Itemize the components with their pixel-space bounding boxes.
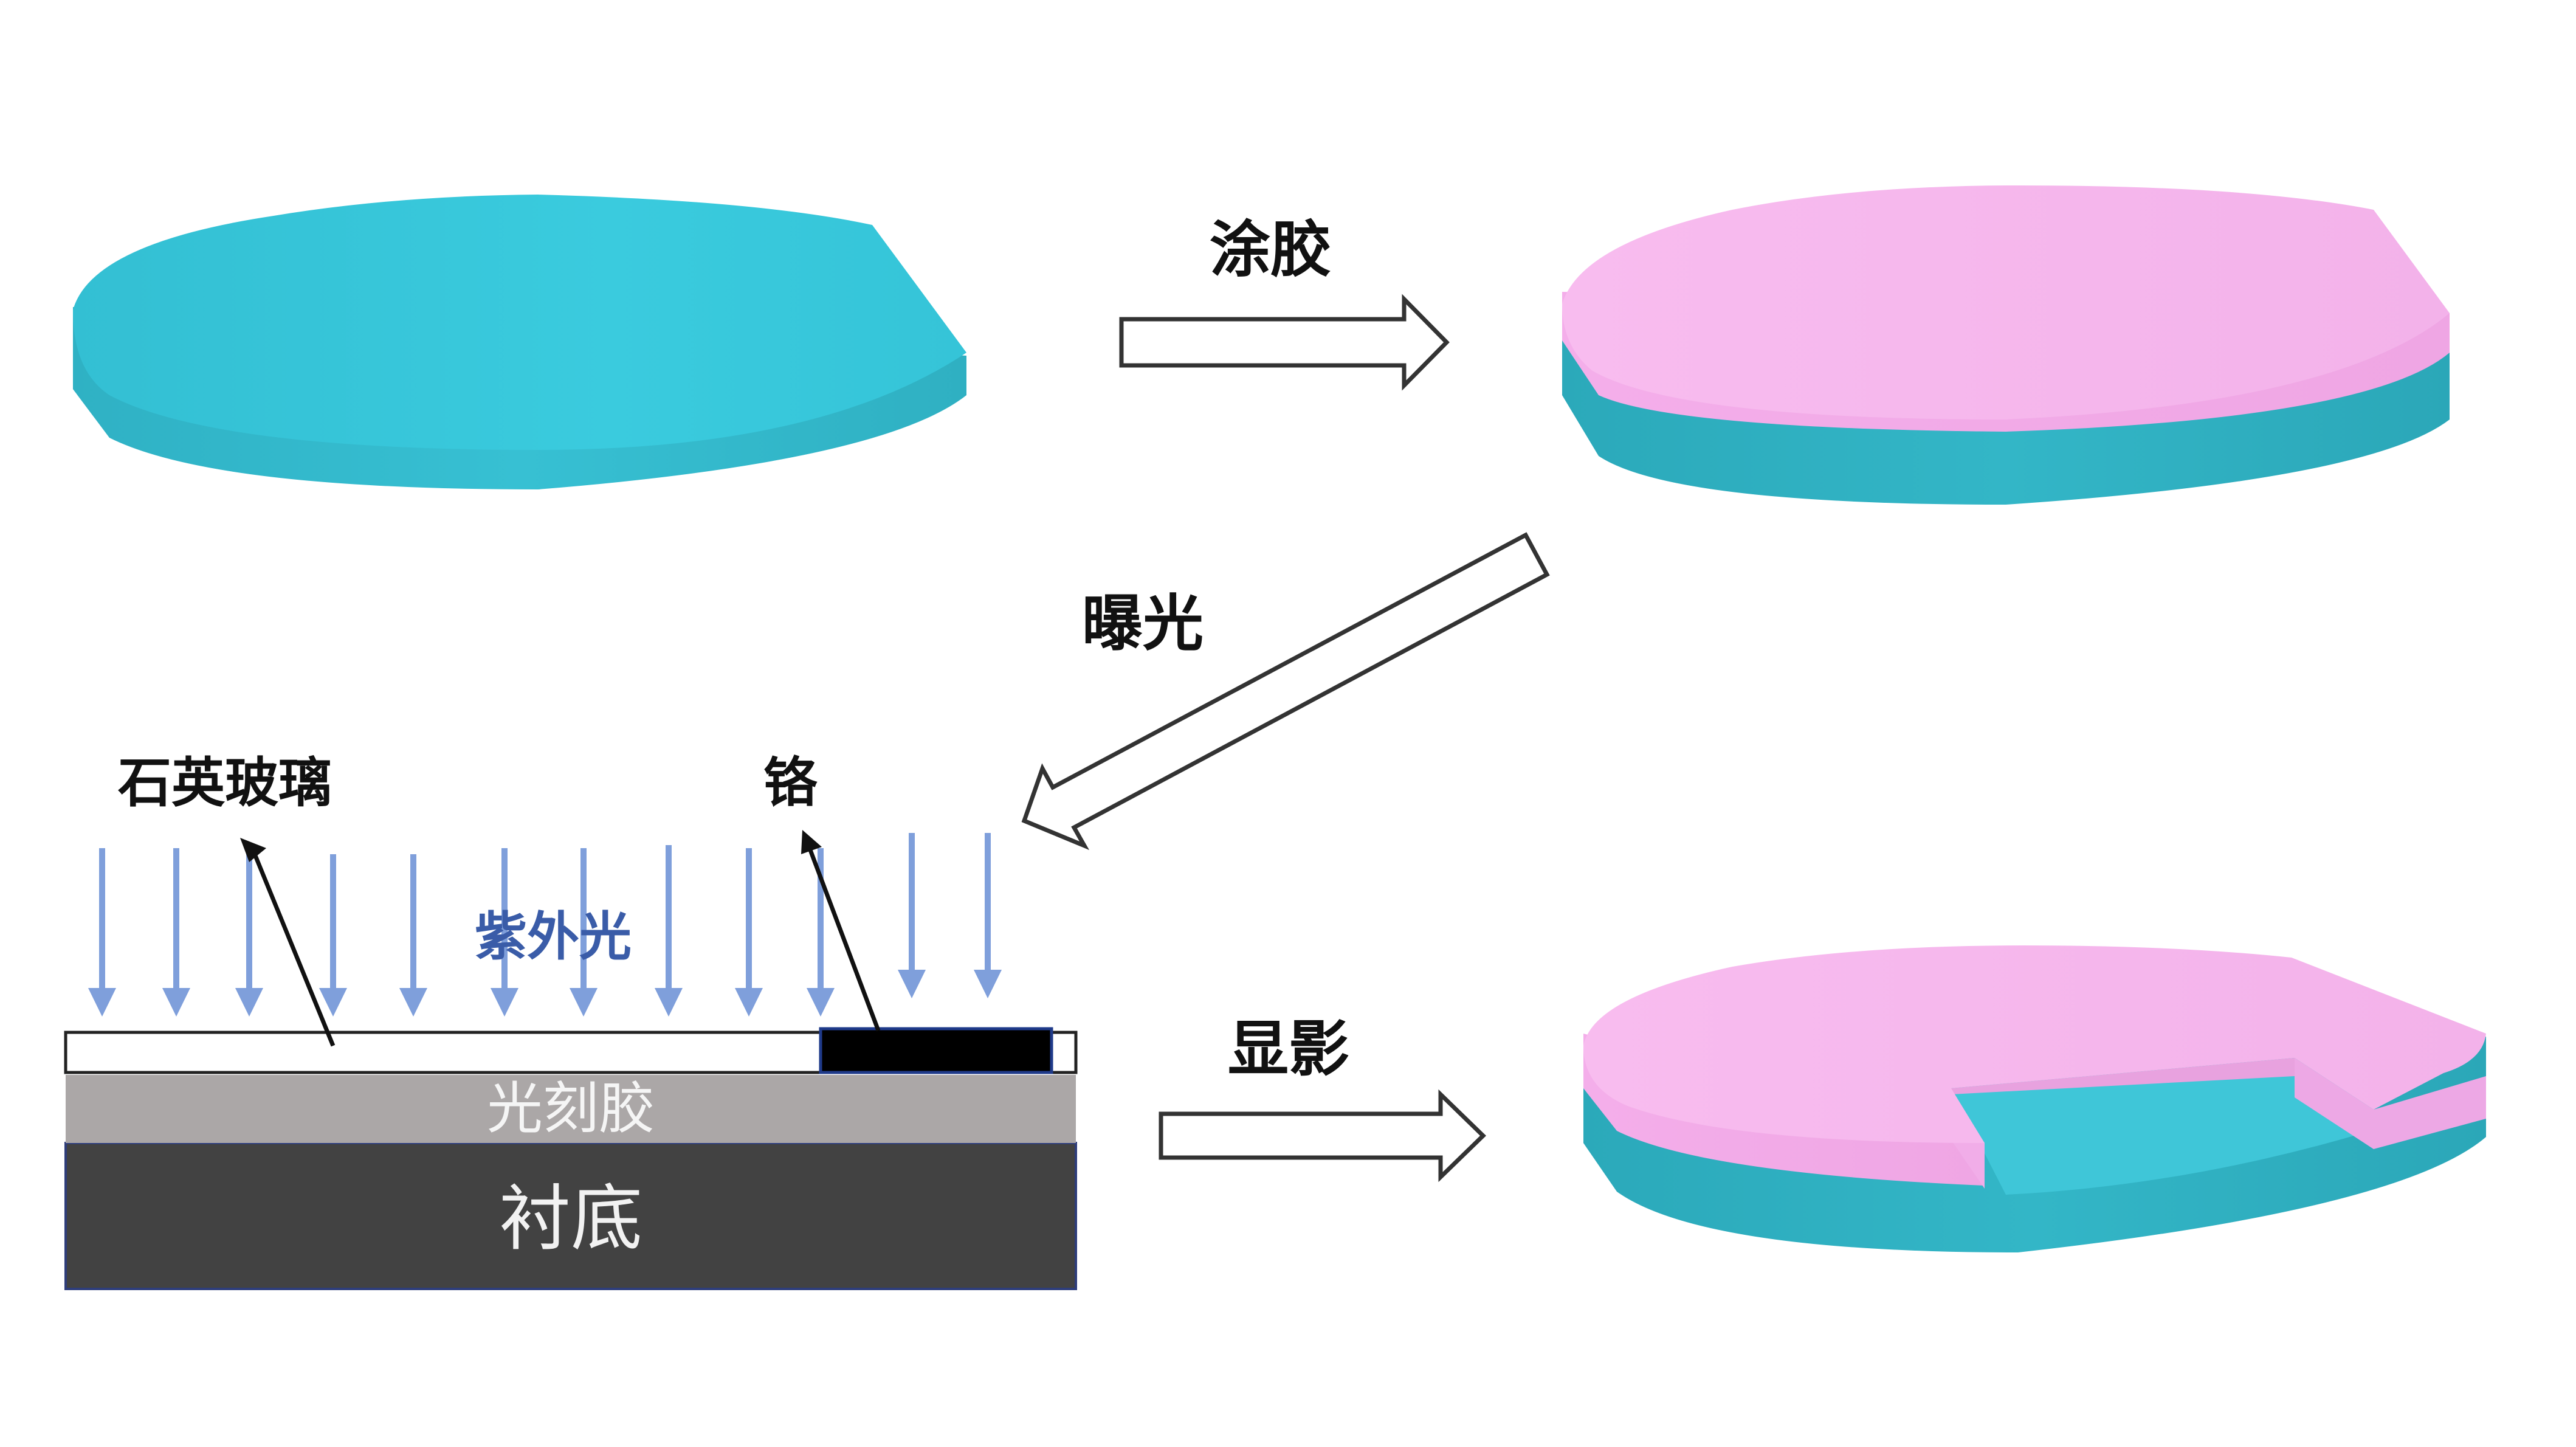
developing-step: 显影 (1159, 1014, 1487, 1183)
coated-wafer (1562, 185, 2450, 505)
uv-arrow-icon (399, 854, 427, 1017)
bare-substrate-wafer (73, 195, 966, 489)
developed-wafer (1583, 945, 2486, 1252)
exposure-cross-section: 衬底 光刻胶 紫外光 (64, 751, 1078, 1290)
uv-arrow-icon (491, 848, 518, 1017)
photoresist-top (1562, 185, 2450, 420)
step-label-coating: 涂胶 (1210, 214, 1331, 285)
uv-light-label: 紫外光 (475, 907, 632, 967)
down-left-arrow-icon (1021, 532, 1550, 851)
exposed-substrate-top (1951, 1076, 2371, 1195)
wafer-top (73, 195, 966, 450)
photoresist-layer (66, 1075, 1076, 1143)
removed-region-wall (1951, 1058, 2295, 1094)
uv-arrow-icon (88, 848, 116, 1017)
substrate-label: 衬底 (499, 1176, 642, 1260)
step-label-exposure: 曝光 (1082, 588, 1204, 659)
uv-arrow-icon (655, 845, 683, 1017)
quartz-leader (240, 838, 336, 1047)
uv-light-arrows (88, 833, 1002, 1017)
quartz-glass-label: 石英玻璃 (118, 751, 332, 814)
coating-step: 涂胶 (1119, 214, 1450, 391)
uv-arrow-icon (974, 833, 1002, 998)
photoresist-label: 光刻胶 (487, 1076, 655, 1141)
chromium-label: 铬 (763, 751, 818, 814)
uv-arrow-icon (235, 848, 263, 1017)
photoresist-top (1583, 945, 2486, 1143)
uv-arrow-icon (898, 833, 926, 998)
step-label-developing: 显影 (1228, 1014, 1349, 1085)
chromium-pattern (819, 1027, 1053, 1074)
right-arrow-icon (1119, 294, 1450, 391)
uv-arrow-icon (162, 848, 190, 1017)
uv-arrow-icon (570, 848, 598, 1017)
exposure-step: 曝光 (1021, 532, 1550, 851)
substrate-layer (64, 1142, 1077, 1290)
uv-arrow-icon (735, 848, 763, 1017)
uv-arrow-icon (319, 854, 347, 1017)
removed-region-edge (2295, 1058, 2486, 1149)
right-arrow-icon (1159, 1089, 1487, 1183)
chromium-leader (801, 830, 881, 1032)
